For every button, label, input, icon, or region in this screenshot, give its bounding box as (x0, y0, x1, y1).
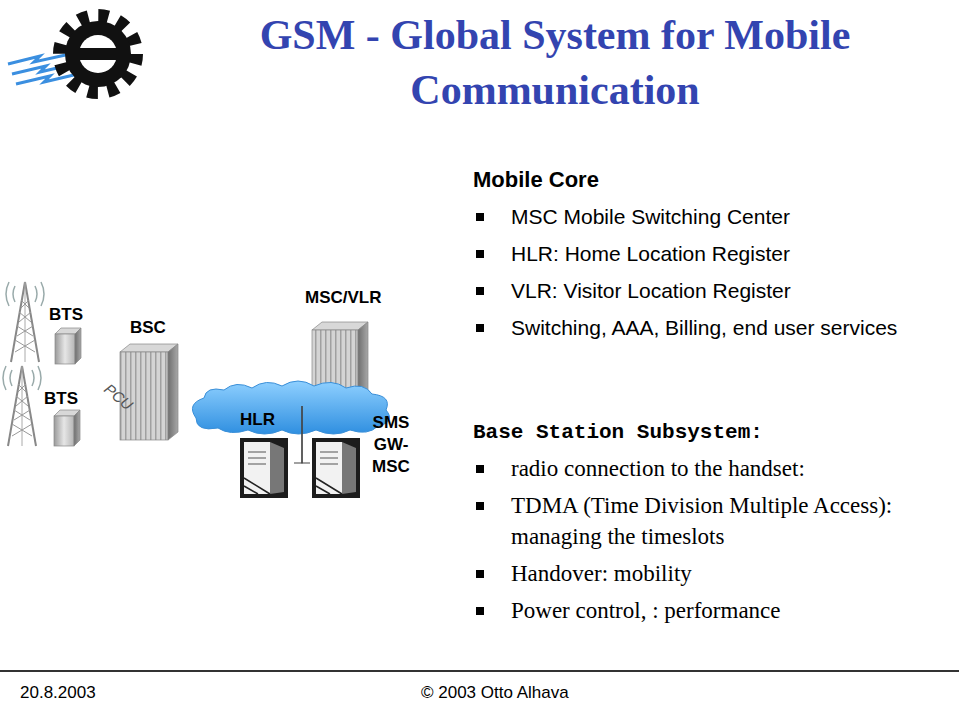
network-element: HLR (238, 410, 294, 498)
bullet-text: Handover: mobility (511, 558, 951, 589)
bullet-text: VLR: Visitor Location Register (511, 276, 951, 306)
bullet-text: Switching, AAA, Billing, end user servic… (511, 313, 911, 343)
footer-rule (0, 670, 959, 672)
element-label: HLR (240, 410, 275, 430)
gear (65, 21, 131, 87)
element-label: BTS (44, 389, 78, 409)
element-label: SMS GW-MSC (368, 412, 414, 478)
network-element: BSCPCU (116, 318, 180, 442)
logo (8, 16, 136, 92)
network-link (294, 406, 302, 463)
footer-date: 20.8.2003 (20, 683, 220, 703)
network-element: SMS GW-MSC (310, 410, 416, 498)
element-label: BTS (49, 305, 83, 325)
element-label: MSC/VLR (305, 288, 382, 308)
bullet-text: HLR: Home Location Register (511, 239, 951, 269)
gear-bar (74, 48, 122, 60)
footer-copyright: © 2003 Otto Alhava (421, 683, 721, 703)
gear-teeth (60, 16, 136, 92)
network-element: BTS (47, 303, 89, 365)
unit-label: PCU (101, 380, 136, 413)
bullets (476, 213, 484, 615)
bullet-text: radio connection to the handset: (511, 453, 951, 484)
element-label: BSC (130, 318, 166, 338)
network-element: MSC/VLR (298, 288, 388, 406)
bsc-cabinet (120, 344, 178, 440)
title: GSM - Global System for Mobile Communica… (200, 8, 910, 118)
section-heading: Base Station Subsystem: (473, 419, 933, 447)
network-link (302, 406, 310, 463)
bullet-text: Power control, : performance (511, 595, 951, 626)
bullet-text: TDMA (Time Division Multiple Access): ma… (511, 490, 951, 552)
bullet-text: MSC Mobile Switching Center (511, 202, 951, 232)
network-cloud (192, 381, 389, 434)
network-element: BTS (42, 388, 84, 448)
section-heading: Mobile Core (473, 166, 933, 194)
